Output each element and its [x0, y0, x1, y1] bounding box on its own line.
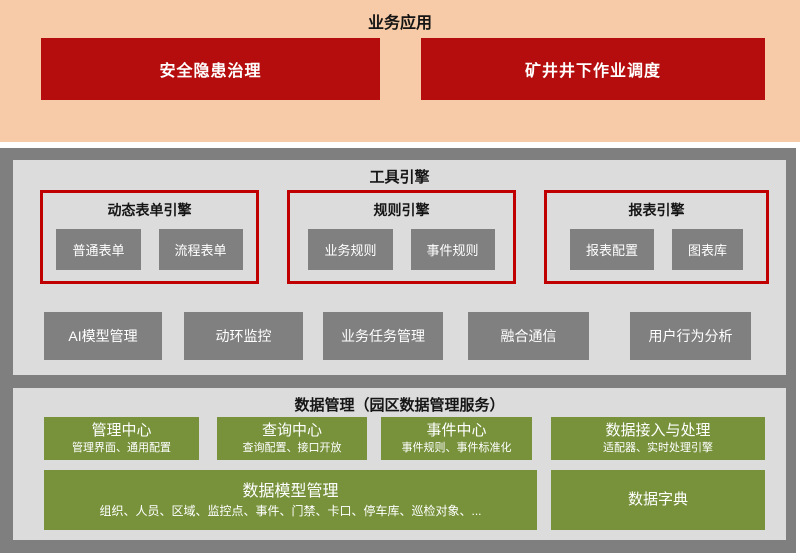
data-model-title: 数据模型管理	[242, 482, 339, 500]
data-model-box: 数据模型管理 组织、人员、区域、监控点、事件、门禁、卡口、停车库、巡检对象、..…	[44, 470, 537, 530]
module-box-ai-model: AI模型管理	[44, 312, 162, 360]
module-box-env-monitoring: 动环监控	[184, 312, 303, 360]
center-box-title: 管理中心	[91, 422, 152, 439]
module-box-task-management: 业务任务管理	[323, 312, 443, 360]
engine-group-report: 报表引擎 报表配置 图表库	[544, 190, 769, 284]
module-box-user-behavior: 用户行为分析	[630, 312, 751, 360]
app-box-mine-scheduling: 矿井井下作业调度	[421, 38, 765, 100]
center-box-subtitle: 查询配置、接口开放	[242, 442, 342, 454]
center-box-event: 事件中心 事件规则、事件标准化	[381, 417, 532, 460]
center-box-title: 数据接入与处理	[605, 422, 711, 439]
data-dictionary-box: 数据字典	[551, 470, 765, 530]
engine-item: 图表库	[672, 229, 744, 270]
business-section-title: 业务应用	[367, 15, 432, 32]
center-box-subtitle: 管理界面、通用配置	[72, 442, 171, 454]
engine-item: 普通表单	[56, 229, 141, 270]
module-box-converged-comms: 融合通信	[468, 312, 589, 360]
app-box-safety-hazard: 安全隐患治理	[41, 38, 380, 100]
engine-group-items: 普通表单 流程表单	[43, 229, 256, 270]
data-management-title: 数据管理（园区数据管理服务）	[294, 397, 505, 414]
center-box-subtitle: 事件规则、事件标准化	[401, 442, 512, 454]
platform-frame: 工具引擎 动态表单引擎 普通表单 流程表单 规则引擎 业务规则 事件规则 报表引…	[0, 148, 796, 553]
engine-group-items: 报表配置 图表库	[547, 229, 766, 270]
data-dictionary-title: 数据字典	[627, 491, 688, 508]
engine-group-title: 规则引擎	[373, 202, 430, 218]
engine-group-title: 报表引擎	[628, 202, 685, 218]
tool-engine-title: 工具引擎	[369, 169, 430, 186]
tool-engine-panel: 工具引擎 动态表单引擎 普通表单 流程表单 规则引擎 业务规则 事件规则 报表引…	[13, 160, 786, 375]
business-section: 业务应用 安全隐患治理 矿井井下作业调度	[0, 0, 800, 142]
engine-group-items: 业务规则 事件规则	[290, 229, 513, 270]
center-box-management: 管理中心 管理界面、通用配置	[44, 417, 199, 460]
center-box-title: 查询中心	[261, 422, 322, 439]
engine-item: 业务规则	[308, 229, 393, 270]
center-box-data-ingestion: 数据接入与处理 适配器、实时处理引擎	[551, 417, 765, 460]
data-management-panel: 数据管理（园区数据管理服务） 管理中心 管理界面、通用配置 查询中心 查询配置、…	[13, 388, 786, 540]
engine-group-title: 动态表单引擎	[107, 202, 192, 218]
center-box-query: 查询中心 查询配置、接口开放	[217, 417, 367, 460]
engine-item: 报表配置	[569, 229, 654, 270]
center-box-title: 事件中心	[426, 422, 487, 439]
data-model-subtitle: 组织、人员、区域、监控点、事件、门禁、卡口、停车库、巡检对象、...	[99, 503, 482, 518]
engine-item: 事件规则	[410, 229, 495, 270]
engine-group-dynamic-form: 动态表单引擎 普通表单 流程表单	[40, 190, 259, 284]
engine-group-rule: 规则引擎 业务规则 事件规则	[287, 190, 516, 284]
center-box-subtitle: 适配器、实时处理引擎	[603, 442, 713, 454]
engine-item: 流程表单	[158, 229, 243, 270]
